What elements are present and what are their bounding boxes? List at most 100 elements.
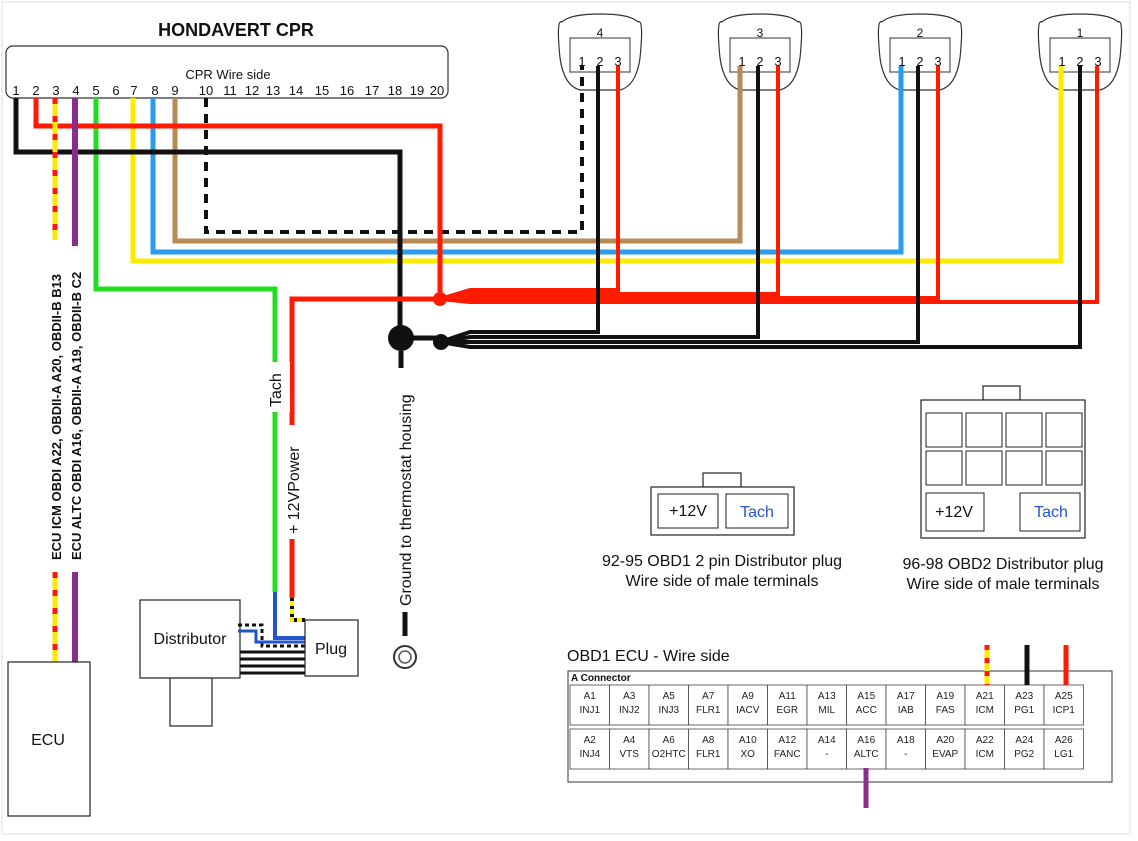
ecu-cell-pin: A19	[936, 691, 954, 702]
ecu-cell-pin: A15	[857, 691, 875, 702]
ecu-cell-pin: A9	[742, 691, 755, 702]
ecu-cell-function: ACC	[856, 705, 877, 716]
ecu-cell-function: EVAP	[932, 749, 958, 760]
black-ground-wire	[13, 98, 403, 338]
cpr-pin-1: 1	[12, 83, 19, 98]
power-label-bg	[280, 425, 306, 539]
ecu-cell-pin: A14	[818, 735, 836, 746]
ecu-cell	[609, 728, 650, 770]
coil-pin-label: 2	[1076, 54, 1083, 69]
cpr-pin-2: 2	[32, 83, 39, 98]
cpr-pin-14: 14	[289, 83, 303, 98]
ecu-cell-pin: A24	[1015, 735, 1033, 746]
obd2-cell	[1005, 412, 1043, 448]
cpr-pin-9: 9	[171, 83, 178, 98]
ecu-cell-function: ICM	[976, 749, 994, 760]
cpr-pin-20: 20	[430, 83, 444, 98]
distributor-harness	[238, 623, 305, 675]
cpr-pin-13: 13	[266, 83, 280, 98]
ecu-cell	[767, 684, 808, 726]
ecu-cell-pin: A3	[623, 691, 636, 702]
distributor-plug	[304, 619, 359, 677]
ecu-cell-function: INJ1	[579, 705, 600, 716]
ecu-altc-label: ECU ALTC OBDI A16, OBDII-A A19, OBDII-B …	[69, 272, 84, 560]
ecu-table-title: OBD1 ECU - Wire side	[567, 648, 730, 665]
ecu-cell	[925, 728, 966, 770]
red-power-wire	[33, 98, 443, 299]
ecu-cell-pin: A5	[663, 691, 676, 702]
cpr-connector-label: CPR Wire side	[185, 67, 270, 82]
cpr-pin-8: 8	[151, 83, 158, 98]
cpr-pin-17: 17	[365, 83, 379, 98]
obd2-12v-label: +12V	[935, 504, 973, 521]
ecu-cell-function: FANC	[774, 749, 801, 760]
plug-label: Plug	[315, 641, 347, 658]
cpr-pin-12: 12	[245, 83, 259, 98]
ecu-cell-function: LG1	[1054, 749, 1073, 760]
obd1-caption-2: Wire side of male terminals	[626, 573, 819, 590]
ecu-cell-function: FLR1	[696, 749, 721, 760]
brown-wire	[172, 66, 743, 244]
ecu-cell-pin: A1	[584, 691, 597, 702]
ecu-cell-pin: A18	[897, 735, 915, 746]
ecu-cell-function: INJ3	[658, 705, 679, 716]
blue-tach-lead	[273, 592, 305, 640]
ecu-cell-pin: A4	[623, 735, 636, 746]
ecu-cell-pin: A17	[897, 691, 915, 702]
ecu-cell-pin: A26	[1055, 735, 1073, 746]
ecu-cell-function: -	[825, 749, 828, 760]
diagram-title: HONDAVERT CPR	[158, 20, 314, 40]
obd2-cell	[965, 450, 1003, 486]
ecu-cell-function: MIL	[818, 705, 835, 716]
ecu-cell	[806, 728, 847, 770]
ecu-cell-pin: A12	[778, 735, 796, 746]
ecu-cell-pin: A22	[976, 735, 994, 746]
obd2-pin-tach	[1019, 492, 1081, 532]
coil-pin-label: 3	[934, 54, 941, 69]
ecu-cell	[964, 728, 1005, 770]
coil-pin-label: 2	[756, 54, 763, 69]
cpr-pin-10: 10	[199, 83, 213, 98]
ecu-cell-function: ICP1	[1053, 705, 1076, 716]
ecu-cell	[1004, 728, 1045, 770]
coil-pin-label: 2	[916, 54, 923, 69]
ecu-cell-function: ICM	[976, 705, 994, 716]
ecu-cell	[846, 728, 887, 770]
tach-label-bg	[262, 362, 290, 412]
ecu-cell-pin: A10	[739, 735, 757, 746]
ecu-cell-function: PG1	[1014, 705, 1034, 716]
ecu-cell-pin: A16	[857, 735, 875, 746]
obd1-plug-tab	[702, 472, 742, 488]
ecu-table-cells: A1INJ1A3INJ2A5INJ3A7FLR1A9IACVA11EGRA13M…	[569, 684, 1084, 770]
cpr-pin-19: 19	[410, 83, 424, 98]
ecu-cell-function: INJ2	[619, 705, 640, 716]
obd2-caption-2: Wire side of male terminals	[907, 576, 1100, 593]
ground-ring-hole	[398, 650, 412, 664]
cpr-pin-18: 18	[388, 83, 402, 98]
ecu-cell-function: VTS	[620, 749, 640, 760]
coil-pin-label: 1	[738, 54, 745, 69]
black-coil1-wire	[439, 66, 1082, 349]
obd2-tach-label: Tach	[1034, 504, 1068, 521]
blue-wire	[150, 66, 904, 255]
ecu-cell	[569, 684, 610, 726]
dashed-black-wire	[204, 66, 584, 234]
ecu-cell-pin: A21	[976, 691, 994, 702]
ecu-label: ECU	[31, 732, 65, 749]
ecu-cell-pin: A2	[584, 735, 597, 746]
ecu-cell-pin: A11	[779, 691, 796, 702]
ecu-cell-function: EGR	[776, 705, 798, 716]
cpr-pin-6: 6	[112, 83, 119, 98]
ecu-cell-pin: A6	[663, 735, 676, 746]
ecu-cell-function: XO	[741, 749, 756, 760]
ecu-cell	[609, 684, 650, 726]
coil-plug-number: 1	[1077, 26, 1084, 40]
cpr-pin-11: 11	[223, 83, 237, 98]
ecu-cell-function: INJ4	[579, 749, 600, 760]
cpr-pin-16: 16	[340, 83, 354, 98]
ecu-cell	[569, 728, 610, 770]
coil-plug-number: 4	[597, 26, 604, 40]
ecu-cell-function: FLR1	[696, 705, 721, 716]
